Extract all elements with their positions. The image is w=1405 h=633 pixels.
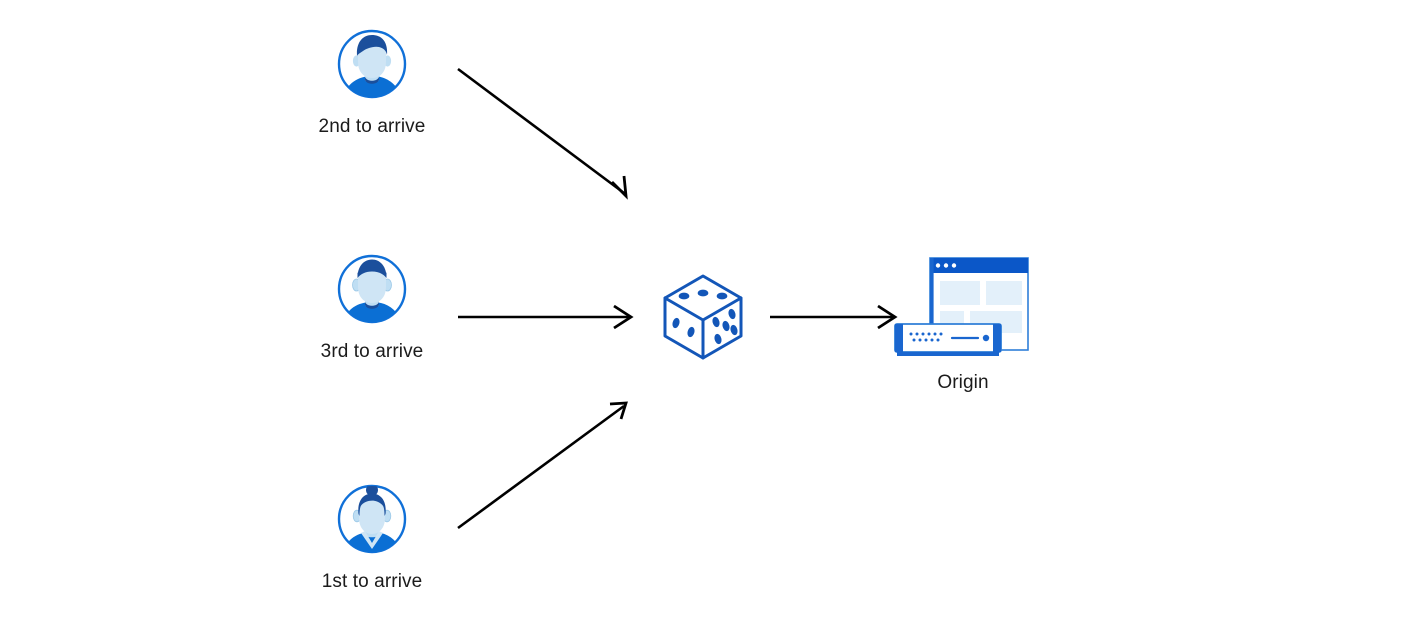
client-label-1st: 1st to arrive — [321, 571, 423, 592]
client-label-3rd: 3rd to arrive — [320, 341, 424, 362]
arrow-dice-to-origin — [770, 304, 898, 330]
user-avatar-icon — [337, 29, 407, 99]
server-device-icon — [894, 323, 1002, 356]
arrow-1st-to-dice — [457, 401, 628, 530]
server-ports — [909, 332, 943, 342]
user-avatar-icon — [337, 484, 407, 554]
dice-right-pips — [712, 308, 738, 345]
anycast-dice-node[interactable] — [655, 268, 751, 364]
dice-icon — [663, 274, 743, 360]
origin-server-icon — [894, 257, 1029, 356]
dice-left-pips — [672, 317, 695, 338]
dice-top-pips — [678, 289, 728, 300]
origin-label: Origin — [937, 372, 989, 393]
arrow-2nd-to-dice — [457, 67, 628, 200]
origin-node[interactable]: Origin — [890, 252, 1040, 393]
client-label-2nd: 2nd to arrive — [318, 116, 426, 137]
user-avatar-icon — [337, 254, 407, 324]
arrow-3rd-to-dice — [458, 304, 634, 330]
